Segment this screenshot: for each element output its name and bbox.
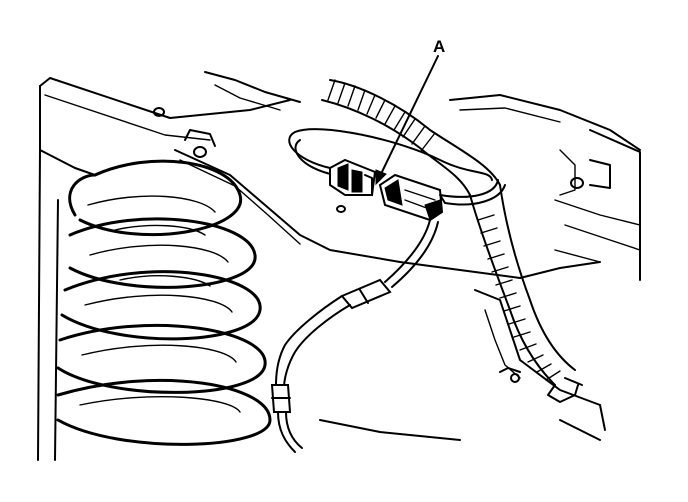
speed-sensor-wire [270, 219, 439, 453]
fasteners [153, 107, 584, 383]
callout-arrowhead [375, 169, 387, 186]
sensor-wire-loop [288, 128, 506, 206]
callout-label-a: A [433, 37, 446, 56]
wiring-harness [321, 79, 583, 403]
callout-leader-a [379, 55, 439, 177]
connector-assembly [329, 158, 446, 222]
coil-spring [37, 149, 272, 461]
body-panel [39, 71, 641, 441]
